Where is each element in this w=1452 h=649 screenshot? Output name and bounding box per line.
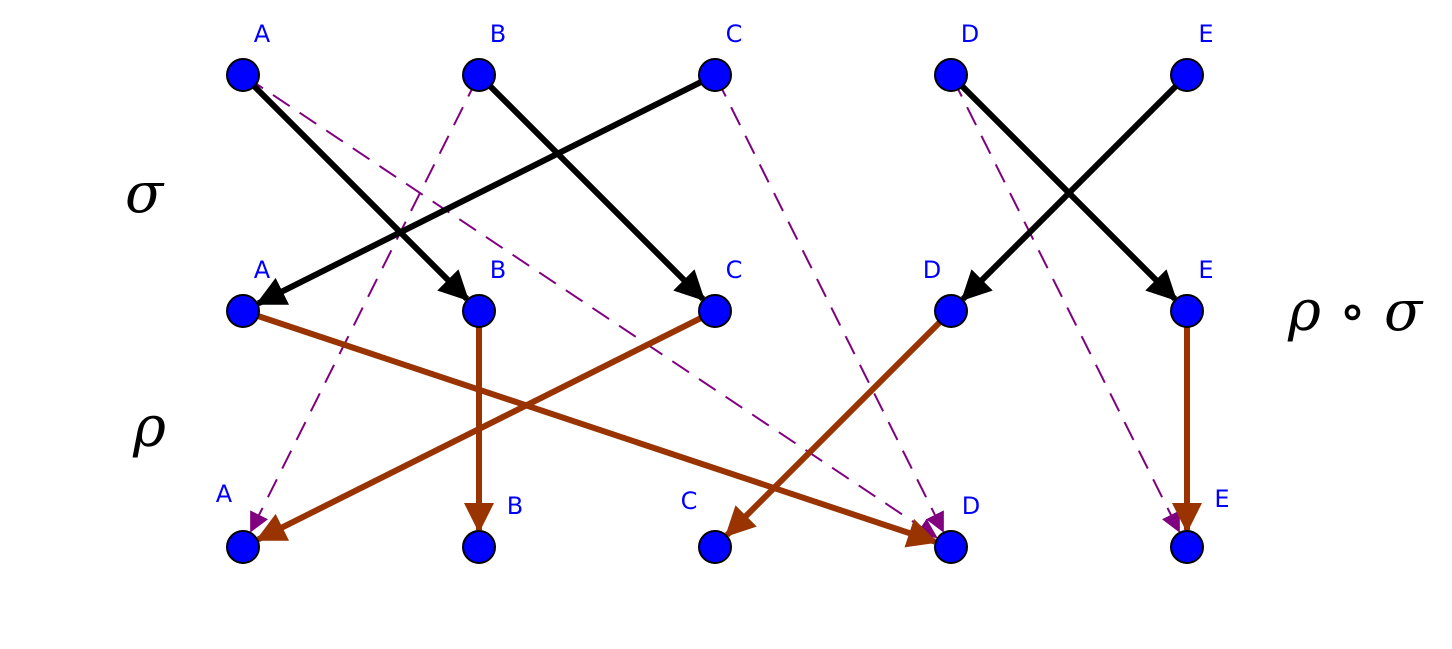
node-top-c: [698, 58, 732, 92]
node-label-bottom-b: B: [507, 492, 523, 520]
node-bottom-e: [1170, 530, 1204, 564]
node-label-middle-a: A: [254, 256, 271, 284]
node-label-top-c: C: [726, 20, 743, 48]
node-bottom-b: [462, 530, 496, 564]
rho-edges: [245, 309, 1202, 548]
rho-edge-a-d: [245, 309, 938, 548]
node-label-middle-b: B: [490, 256, 506, 284]
node-top-a: [226, 58, 260, 92]
node-bottom-a: [226, 530, 260, 564]
node-bottom-c: [698, 530, 732, 564]
node-label-top-e: E: [1198, 20, 1213, 48]
node-label-bottom-e: E: [1214, 485, 1229, 513]
composite-edge-c-d: [715, 78, 944, 533]
node-top-e: [1170, 58, 1204, 92]
node-label-middle-c: C: [726, 256, 743, 284]
composite-edge-b-a: [250, 78, 479, 533]
composite-edge-a-d: [245, 76, 938, 539]
node-label-middle-d: D: [923, 256, 941, 284]
node-label-top-a: A: [254, 20, 271, 48]
node-label-bottom-c: C: [681, 487, 698, 515]
node-top-b: [462, 58, 496, 92]
rho-edge-d-c: [724, 311, 951, 538]
node-middle-e: [1170, 294, 1204, 328]
sigma-edge-b-c: [479, 75, 706, 302]
sigma-edge-a-b: [243, 75, 470, 302]
node-label-bottom-d: D: [962, 492, 980, 520]
node-label-bottom-a: A: [216, 480, 233, 508]
composition-label: ρ ∘ σ: [1287, 279, 1424, 344]
node-label-top-d: D: [961, 20, 979, 48]
rho-label: ρ: [132, 395, 166, 460]
sigma-edge-c-a: [255, 74, 713, 307]
node-top-d: [934, 58, 968, 92]
composite-edge-d-e: [951, 78, 1180, 533]
node-middle-b: [462, 294, 496, 328]
nodes: [226, 58, 1204, 564]
sigma-edge-e-d: [960, 75, 1187, 302]
node-label-middle-e: E: [1198, 256, 1213, 284]
sigma-label: σ: [125, 161, 165, 226]
sigma-edges: [243, 74, 1187, 307]
rho-edge-c-a: [255, 310, 713, 543]
node-middle-c: [698, 294, 732, 328]
sigma-edge-d-e: [951, 75, 1178, 302]
node-middle-a: [226, 294, 260, 328]
node-bottom-d: [934, 530, 968, 564]
node-label-top-b: B: [490, 20, 506, 48]
node-middle-d: [934, 294, 968, 328]
node-labels: A B C D E A B C D E A B C D E: [216, 20, 1230, 520]
